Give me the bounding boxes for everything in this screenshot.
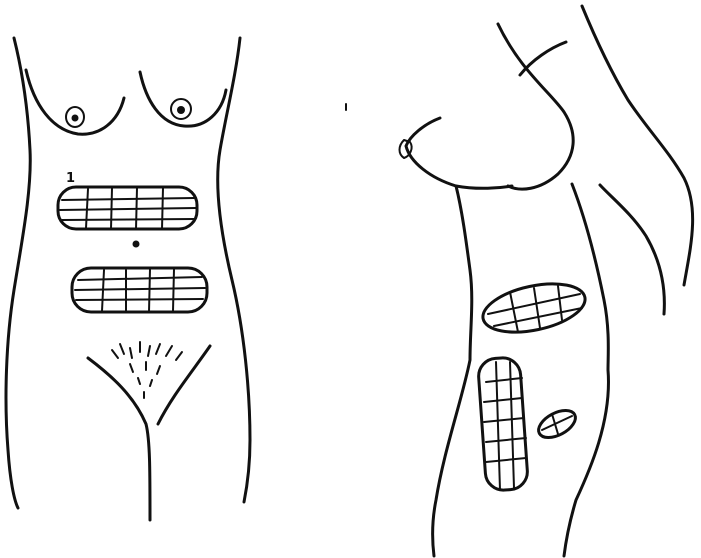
front-lower-treatment-area xyxy=(72,268,207,312)
side-front-outline xyxy=(433,186,472,556)
front-left-breast xyxy=(26,70,124,134)
front-torso-right-outline xyxy=(218,38,250,502)
front-torso-left-outline xyxy=(6,38,30,508)
side-breast xyxy=(406,118,512,188)
side-view-figure xyxy=(346,6,693,556)
side-small-treatment-area xyxy=(534,405,580,443)
side-back-lower-outline xyxy=(564,184,608,556)
front-upper-treatment-area xyxy=(58,187,197,229)
front-pubic-outline xyxy=(88,358,150,520)
side-vertical-treatment-area xyxy=(477,357,528,492)
side-upper-treatment-area xyxy=(479,276,590,341)
front-pubic-outline-right xyxy=(158,346,210,424)
front-right-nipple xyxy=(171,99,191,119)
front-view-figure: 1 xyxy=(6,38,250,520)
side-chest-outline xyxy=(498,24,573,189)
side-back-outline xyxy=(582,6,693,285)
navel xyxy=(133,241,140,248)
front-left-nipple xyxy=(66,107,84,127)
area-marker-label: 1 xyxy=(66,171,75,186)
side-arm-line xyxy=(600,185,664,314)
